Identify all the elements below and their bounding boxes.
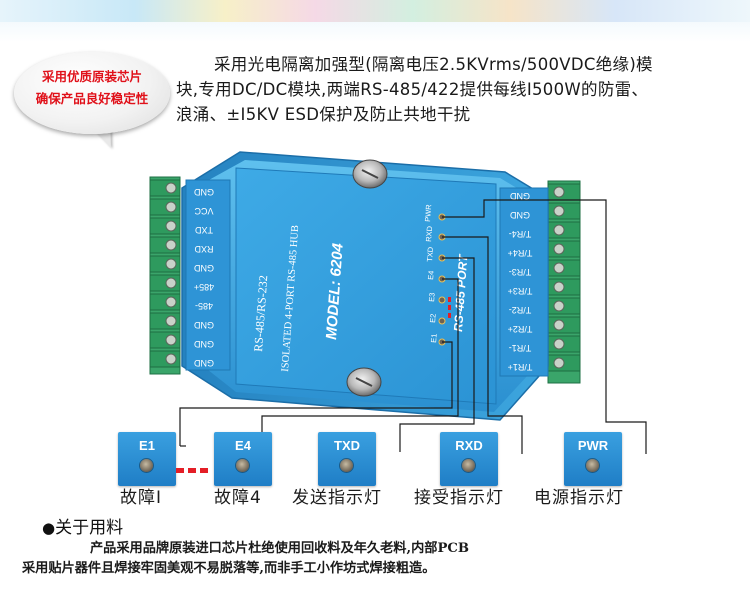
caption-power-indicator: 电源指示灯 <box>534 488 624 508</box>
indicator-pwr-label: PWR <box>577 438 609 453</box>
right-terminal-block <box>547 180 581 384</box>
right-label-7: T/R2+ <box>508 324 533 334</box>
right-label-4: T/R3- <box>509 267 532 277</box>
badge-line-2: 确保产品良好稳定性 <box>35 91 149 106</box>
indicator-e4: E4 <box>214 432 272 486</box>
right-label-9: T/R1+ <box>508 362 533 372</box>
right-label-2: T/R4- <box>509 229 532 239</box>
right-label-0: GND <box>510 191 531 201</box>
indicator-pwr: PWR <box>564 432 622 486</box>
led-label-txd: TXD <box>425 246 435 262</box>
indicator-e4-led <box>236 459 249 472</box>
label-rs-standard: RS-485/RS-232 <box>251 275 270 352</box>
left-label-2: TXD <box>194 225 213 235</box>
led-label-e2: E2 <box>428 313 438 323</box>
device-enclosure <box>181 151 549 421</box>
materials-line-1: 产品采用品牌原装进口芯片杜绝使用回收料及年久老料,内部PCB <box>90 541 470 556</box>
right-label-5: T/R3+ <box>508 286 533 296</box>
led-label-rxd: RXD <box>424 225 434 242</box>
section-title-text: 关于用料 <box>55 518 124 538</box>
left-label-1: VCC <box>194 206 214 216</box>
caption-tx-indicator: 发送指示灯 <box>292 488 382 508</box>
led-labels: PWR RXD TXD E4 E3 E2 E1 <box>423 203 439 343</box>
right-label-8: T/R1- <box>509 343 532 353</box>
indicator-txd-label: TXD <box>334 438 360 453</box>
indicator-pwr-led <box>586 459 599 472</box>
left-label-4: GND <box>194 263 215 273</box>
left-terminal-labels: GND VCC TXD RXD GND 485+ 485- GND GND GN… <box>194 187 215 368</box>
face-labels: RS-485/RS-232 ISOLATED 4-PORT RS-485 HUB… <box>251 225 470 372</box>
intro-line-1: 采用光电隔离加强型(隔离电压2.5KVrms/500VDC绝缘)模 <box>214 55 653 74</box>
indicator-txd: TXD <box>318 432 376 486</box>
materials-paragraph: 产品采用品牌原装进口芯片杜绝使用回收料及年久老料,内部PCB 采用贴片器件且焊接… <box>22 539 732 579</box>
bullet-icon: ● <box>42 519 56 537</box>
label-port: RS-485 PORT <box>451 253 470 333</box>
indicator-rxd: RXD <box>440 432 498 486</box>
led-label-pwr: PWR <box>423 203 433 222</box>
indicator-e1-led <box>140 459 153 472</box>
caption-fault-4: 故障4 <box>214 488 262 508</box>
section-heading: ●关于用料 <box>42 513 123 538</box>
leader-lines <box>179 199 647 454</box>
speech-bubble-text: 采用优质原装芯片 确保产品良好稳定性 <box>14 66 170 110</box>
intro-paragraph: 采用光电隔离加强型(隔离电压2.5KVrms/500VDC绝缘)模 块,专用DC… <box>176 52 716 127</box>
indicator-rxd-led <box>462 459 475 472</box>
indicator-e1-label: E1 <box>139 438 155 453</box>
indicator-e4-label: E4 <box>235 438 251 453</box>
fault-dash-2 <box>188 468 196 473</box>
caption-fault-1: 故障I <box>120 488 163 508</box>
left-label-7: GND <box>194 320 215 330</box>
caption-rx-indicator: 接受指示灯 <box>414 488 504 508</box>
badge-line-1: 采用优质原装芯片 <box>41 69 142 84</box>
indicator-txd-led <box>340 459 353 472</box>
top-banner-stripe <box>0 0 750 22</box>
right-label-3: T/R4+ <box>508 248 533 258</box>
led-label-e1: E1 <box>429 333 439 343</box>
left-label-5: 485+ <box>194 282 214 292</box>
left-label-9: GND <box>194 358 215 368</box>
left-label-6: 485- <box>195 301 213 311</box>
indicator-rxd-label: RXD <box>455 438 483 453</box>
indicator-e1: E1 <box>118 432 176 486</box>
screw-bottom <box>346 367 382 397</box>
materials-line-2: 采用贴片器件且焊接牢固美观不易脱落等,而非手工小作坊式焊接粗造。 <box>22 561 436 576</box>
speech-bubble <box>14 52 170 134</box>
left-label-8: GND <box>194 339 215 349</box>
intro-line-3: 浪涌、±I5KV ESD保护及防止共地干扰 <box>176 105 471 124</box>
left-label-0: GND <box>194 187 215 197</box>
right-terminal-labels: GND GND T/R4- T/R4+ T/R3- T/R3+ T/R2- T/… <box>508 191 533 372</box>
left-terminal-block <box>149 176 181 375</box>
right-label-6: T/R2- <box>509 305 532 315</box>
screw-top <box>352 159 388 189</box>
led-label-e4: E4 <box>426 270 436 280</box>
left-label-3: RXD <box>194 244 214 254</box>
right-label-1: GND <box>510 210 531 220</box>
top-banner-fade <box>0 22 750 42</box>
intro-line-2: 块,专用DC/DC模块,两端RS-485/422提供每线I500W的防雷、 <box>176 80 649 99</box>
fault-dash-3 <box>200 468 208 473</box>
fault-dash-1 <box>176 468 184 473</box>
label-model: MODEL: 6204 <box>323 242 347 340</box>
led-label-e3: E3 <box>427 292 437 302</box>
